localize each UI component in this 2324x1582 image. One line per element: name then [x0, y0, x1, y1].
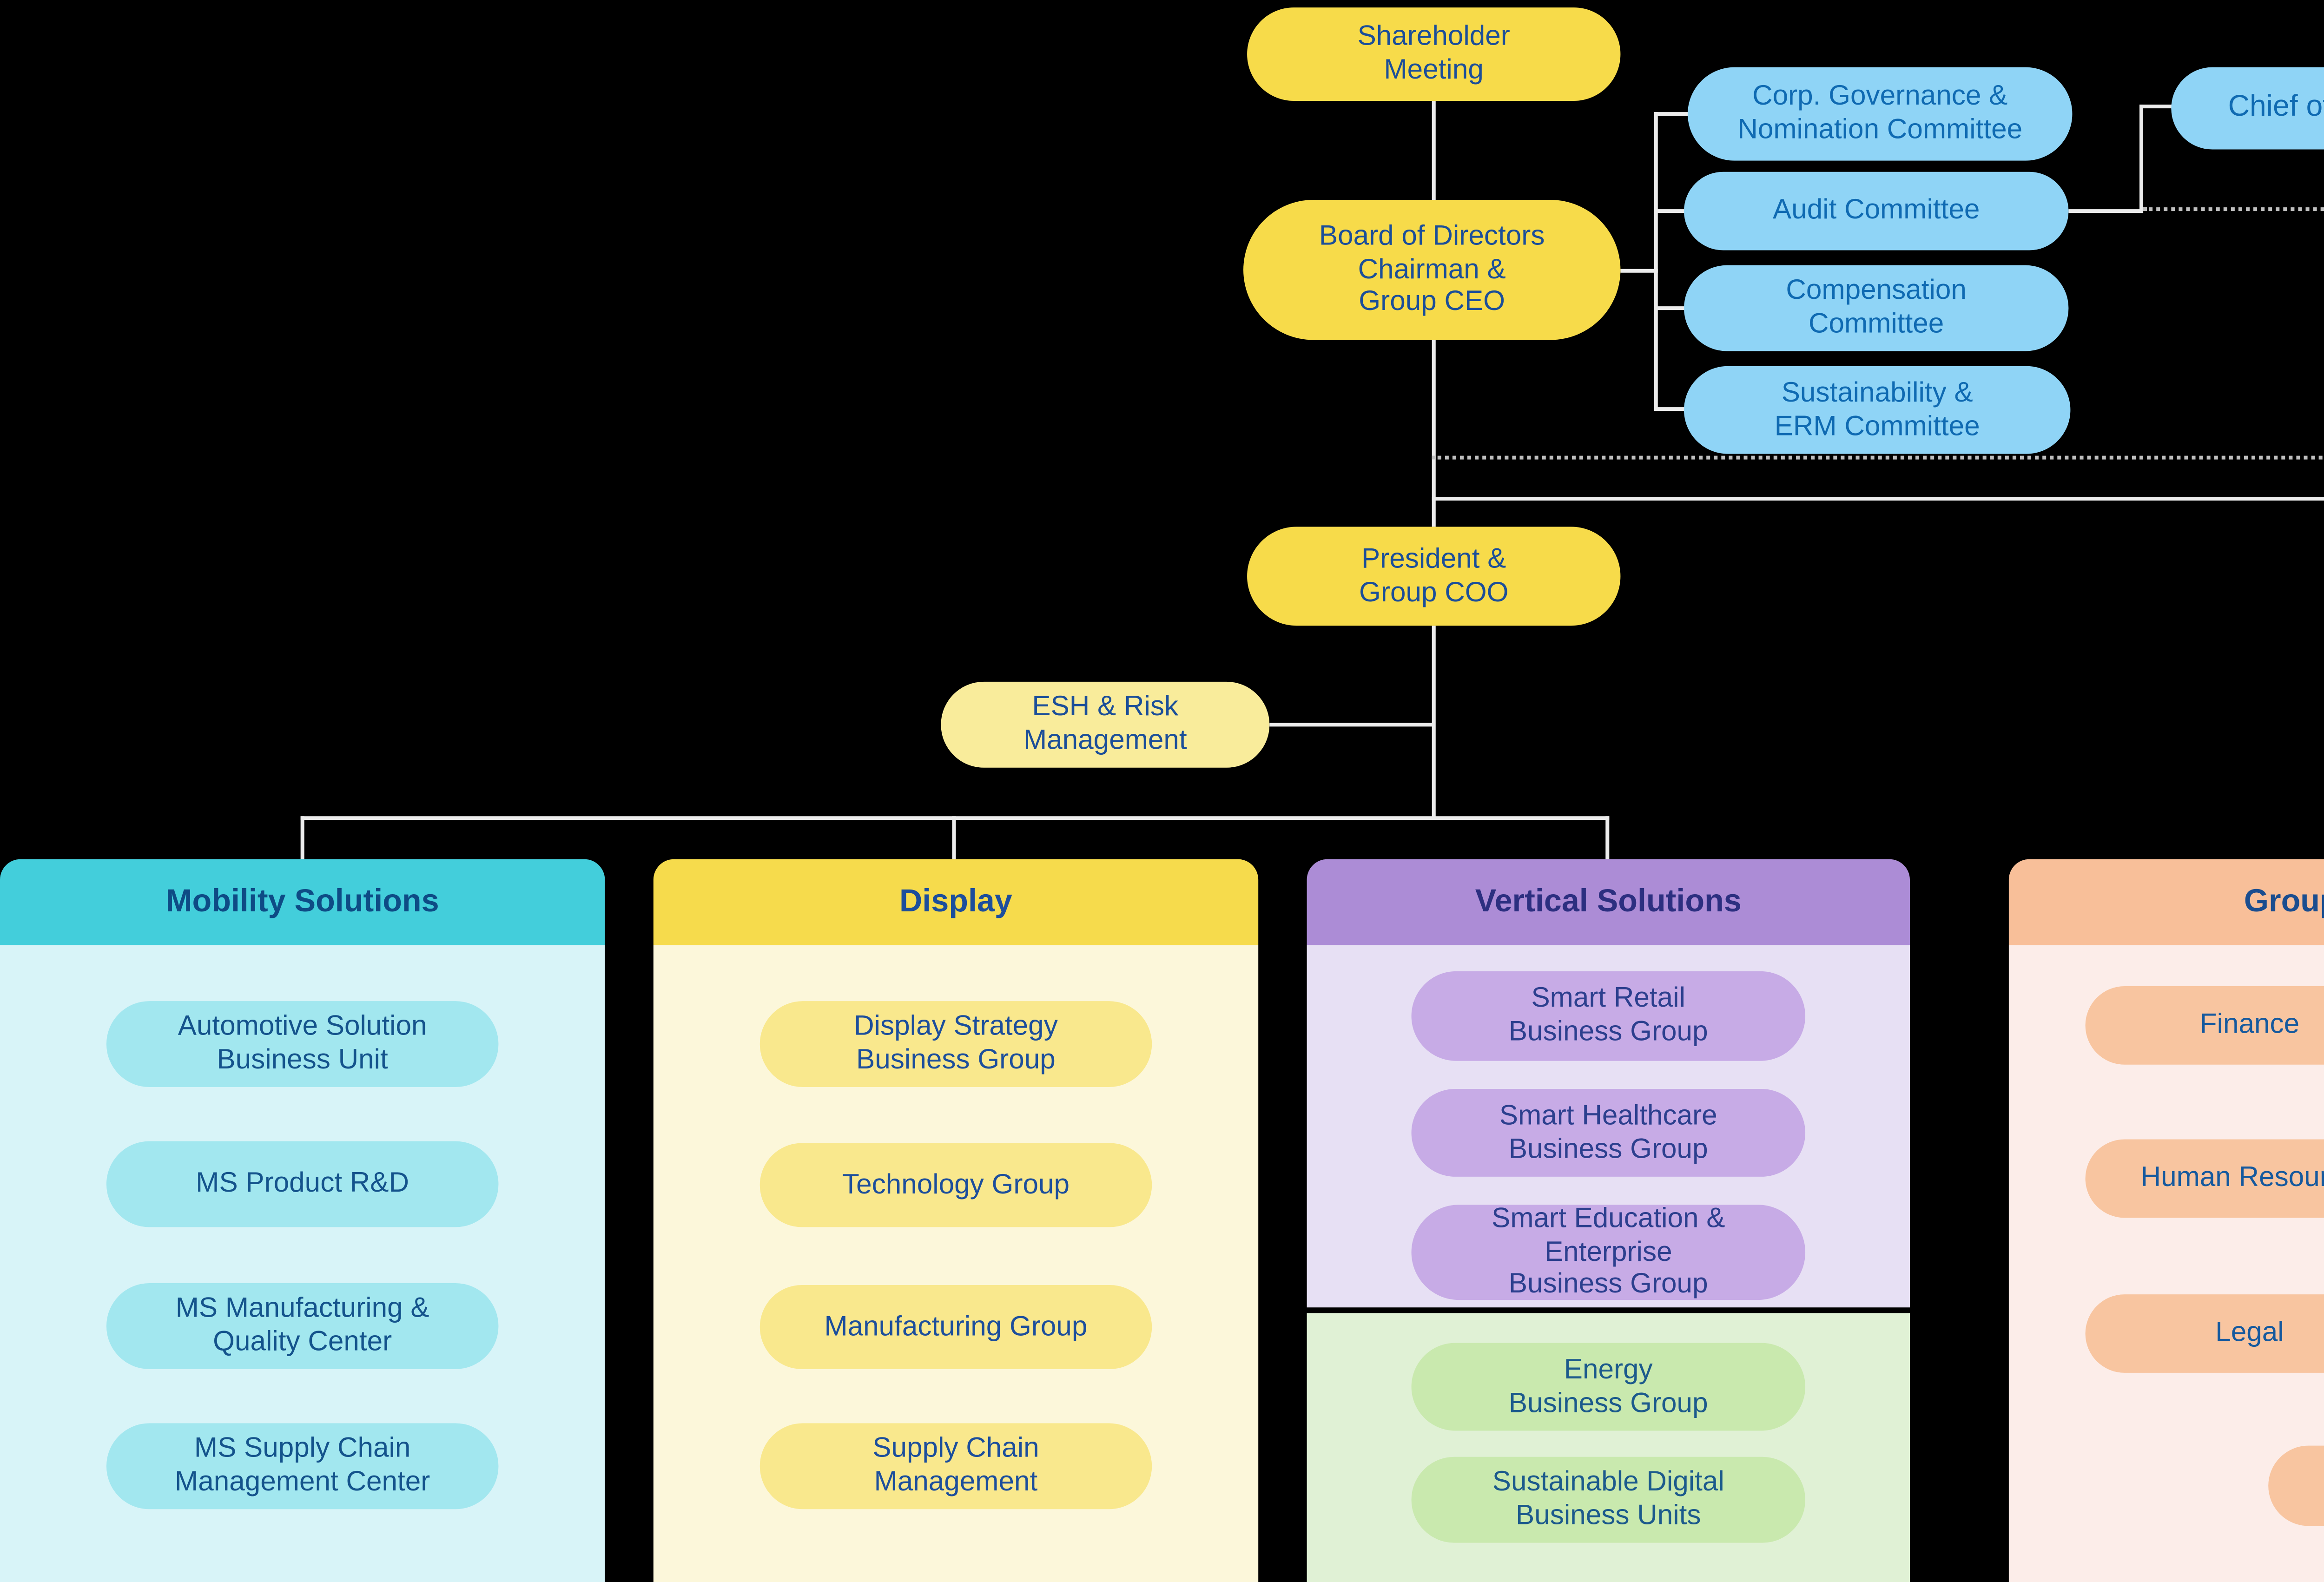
- node-audit-committee: Audit Committee: [1684, 171, 2069, 250]
- node-ms-supply-chain: MS Supply Chain Management Center: [106, 1423, 499, 1509]
- node-label: Automotive Solution Business Unit: [178, 1011, 427, 1076]
- node-label: Display Strategy Business Group: [854, 1011, 1058, 1076]
- connector-sustainability-stub: [1654, 407, 1688, 411]
- column-title: Mobility Solutions: [165, 883, 439, 919]
- node-label: Smart Retail Business Group: [1508, 983, 1708, 1048]
- dotted-chief-to-trunk: [1432, 455, 2324, 460]
- node-label: MS Manufacturing & Quality Center: [175, 1293, 429, 1358]
- column-header-vertical-solutions: Vertical Solutions: [1307, 859, 1910, 945]
- connector-shareholder-board: [1432, 101, 1436, 202]
- node-human-resource: Human Resource: [2085, 1139, 2324, 1218]
- column-header-group-infrastructure: Group Infrastructure Unit: [2008, 859, 2324, 945]
- node-compensation-committee: Compensation Committee: [1684, 265, 2069, 351]
- node-president-group-coo: President & Group COO: [1247, 527, 1621, 626]
- node-label: Finance: [2199, 1009, 2300, 1041]
- connector-committee-bracket-vertical: [1654, 112, 1658, 411]
- column-header-mobility-solutions: Mobility Solutions: [0, 859, 605, 945]
- node-label: Smart Education & Enterprise Business Gr…: [1492, 1203, 1725, 1301]
- node-display-strategy-group: Display Strategy Business Group: [759, 1001, 1152, 1087]
- node-ms-product-rd: MS Product R&D: [106, 1141, 499, 1227]
- node-label: Chief of Compliance: [2228, 91, 2324, 123]
- node-label: President & Group COO: [1359, 543, 1509, 608]
- node-ms-manufacturing-quality: MS Manufacturing & Quality Center: [106, 1283, 499, 1369]
- node-label: Human Resource: [2140, 1162, 2324, 1194]
- node-label: Sustainable Digital Business Units: [1492, 1467, 1724, 1532]
- connector-audit-chief-horizontal: [2068, 209, 2144, 213]
- node-label: Energy Business Group: [1508, 1353, 1708, 1419]
- node-label: Manufacturing Group: [824, 1310, 1088, 1343]
- node-label: Sustainability & ERM Committee: [1774, 377, 1980, 442]
- node-label: Audit Committee: [1773, 194, 1980, 226]
- node-board-of-directors: Board of Directors Chairman & Group CEO: [1243, 200, 1621, 340]
- node-label: ESH & Risk Management: [1023, 692, 1187, 757]
- connector-display-stub: [952, 816, 956, 859]
- node-label: Supply Chain Management: [872, 1433, 1039, 1498]
- node-smart-retail-group: Smart Retail Business Group: [1411, 971, 1806, 1061]
- node-label: Board of Directors Chairman & Group CEO: [1319, 220, 1545, 318]
- node-label: Corp. Governance & Nomination Committee: [1737, 81, 2023, 146]
- connector-chief-stub: [2139, 105, 2173, 109]
- node-energy-business-group: Energy Business Group: [1411, 1343, 1806, 1431]
- node-smart-education-enterprise-group: Smart Education & Enterprise Business Gr…: [1411, 1203, 1806, 1301]
- connector-audit-stub: [1654, 209, 1688, 213]
- node-finance: Finance: [2085, 986, 2324, 1065]
- node-corp-governance-committee: Corp. Governance & Nomination Committee: [1688, 67, 2073, 161]
- node-legal: Legal: [2085, 1294, 2324, 1373]
- node-manufacturing-group: Manufacturing Group: [759, 1285, 1152, 1369]
- node-smart-healthcare-group: Smart Healthcare Business Group: [1411, 1089, 1806, 1177]
- node-label: Technology Group: [842, 1168, 1070, 1200]
- node-label: MS Product R&D: [196, 1167, 409, 1200]
- node-label: Compensation Committee: [1786, 275, 1967, 340]
- connector-corp-governance-stub: [1654, 112, 1692, 116]
- column-title: Vertical Solutions: [1475, 883, 1742, 919]
- connector-esh-stub: [1269, 723, 1434, 727]
- node-label: Legal: [2215, 1317, 2284, 1349]
- column-header-display: Display: [653, 859, 1259, 945]
- connector-vertical-solutions-stub: [1605, 816, 1610, 859]
- node-technology-group: Technology Group: [759, 1143, 1152, 1227]
- connector-board-committee-bracket-stub: [1620, 269, 1658, 273]
- connector-board-groupinfra-horizontal: [1432, 497, 2324, 501]
- node-esh-risk-management: ESH & Risk Management: [941, 681, 1270, 768]
- connector-audit-chief-vertical: [2139, 105, 2144, 213]
- node-chief-of-compliance: Chief of Compliance: [2171, 67, 2324, 150]
- connector-mobility-stub: [300, 816, 304, 859]
- connector-board-president: [1432, 340, 1436, 527]
- node-sustainable-digital-units: Sustainable Digital Business Units: [1411, 1457, 1806, 1543]
- node-label: Shareholder Meeting: [1357, 21, 1510, 86]
- node-shareholder-meeting: Shareholder Meeting: [1247, 7, 1621, 101]
- node-automotive-solution-bu: Automotive Solution Business Unit: [106, 1001, 499, 1087]
- connector-compensation-stub: [1654, 306, 1688, 310]
- column-title: Display: [899, 883, 1012, 919]
- node-label: MS Supply Chain Management Center: [175, 1433, 430, 1498]
- dotted-audit-to-right-edge: [2143, 207, 2324, 211]
- node-supply-chain-management: Supply Chain Management: [759, 1423, 1152, 1509]
- column-title: Group Infrastructure Unit: [2244, 883, 2324, 919]
- node-label: Smart Healthcare Business Group: [1499, 1100, 1717, 1165]
- node-sustainability-erm-committee: Sustainability & ERM Committee: [1684, 366, 2071, 454]
